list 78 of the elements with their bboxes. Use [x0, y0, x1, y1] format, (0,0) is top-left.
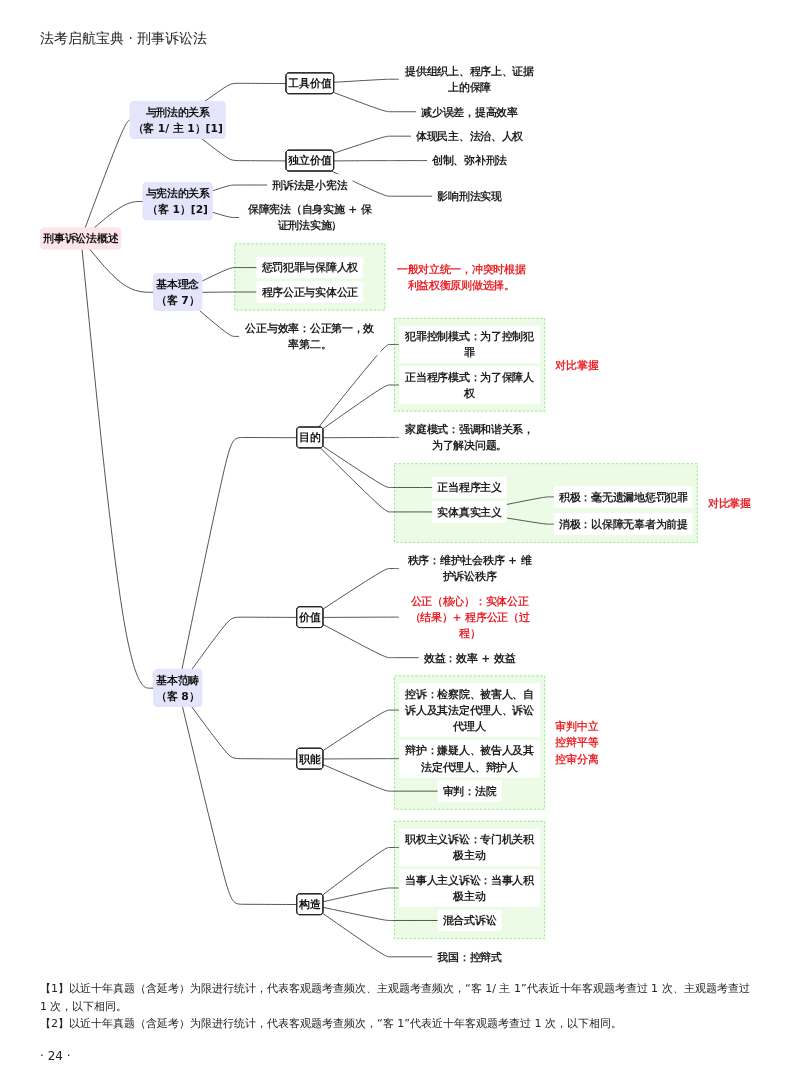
- connector: [333, 78, 400, 83]
- connector: [322, 616, 400, 618]
- node-box: 混合式诉讼: [437, 909, 502, 932]
- connector: [81, 248, 155, 689]
- connector: [333, 92, 417, 113]
- node-text: 效益：效率 + 效益: [423, 651, 516, 664]
- node-text: 体现民主、法治、人权: [415, 129, 524, 143]
- cluster: [234, 243, 386, 311]
- connector: [191, 616, 298, 671]
- node-box: 犯罪控制模式：为了控制犯罪: [398, 325, 541, 364]
- node-box: 惩罚犯罪与保障人权: [256, 256, 364, 279]
- connector: [333, 135, 412, 154]
- connector: [182, 706, 298, 905]
- connector: [506, 496, 555, 505]
- connector: [212, 184, 268, 192]
- node-box: 职权主义诉讼：专门机关积极主动: [398, 828, 541, 867]
- connector: [191, 706, 298, 760]
- connector: [212, 211, 240, 218]
- node-box: 控诉：检察院、被害人、自诉人及其法定代理人、诉讼代理人: [398, 683, 541, 737]
- node-text: 提供组织上、程序上、证据上的保障: [405, 64, 534, 94]
- connector: [322, 913, 433, 958]
- node-label: 控审分离: [555, 752, 599, 765]
- connector: [322, 437, 400, 439]
- node-label: 审判中立: [555, 720, 599, 733]
- node-label: 对比掌握: [707, 496, 751, 510]
- node-label: 对比掌握: [555, 358, 599, 371]
- node-label: 控辩平等: [555, 736, 599, 749]
- connector: [322, 764, 439, 792]
- node-box: 积极：毫无遗漏地惩罚犯罪: [553, 486, 693, 508]
- node-box: 正当程序模式：为了保障人权: [398, 366, 541, 404]
- node-text: 秩序：维护社会秩序 + 维护诉讼秩序: [407, 554, 532, 583]
- page-header: 法考启航宝典 · 刑事诉讼法: [39, 30, 209, 48]
- connector: [322, 758, 400, 760]
- node-text: 刑诉法是小宪法: [272, 178, 348, 192]
- node-box: 审判：法院: [437, 780, 502, 802]
- connector: [201, 138, 287, 162]
- node-box: 程序公正与实体公正: [256, 281, 364, 303]
- connector: [322, 906, 439, 921]
- connector: [506, 517, 555, 525]
- connector: [322, 887, 400, 903]
- connector: [322, 568, 400, 610]
- node-text: 创制、弥补刑法: [432, 154, 508, 167]
- connector: [201, 291, 258, 293]
- node-text: 公正与效率：公正第一，效率第二。: [245, 322, 375, 351]
- footnote: 【2】以近十年真题（含延考）为限进行统计，代表客观题考查频次，“客 1”代表近十年客观题考查过 1 次，以下相同。: [40, 1016, 623, 1033]
- node-box: 辩护：嫌疑人、被告人及其法定代理人、辩护人: [398, 739, 541, 778]
- cluster: [394, 675, 545, 810]
- connector: [320, 447, 433, 513]
- node-text: 我国：控辩式: [437, 950, 502, 964]
- connector: [201, 267, 258, 282]
- connector: [93, 201, 144, 229]
- node-text: 影响刑法实现: [437, 189, 502, 203]
- node-box: 消极：以保障无辜者为前提: [553, 513, 693, 535]
- connector: [181, 437, 298, 671]
- cluster: [394, 820, 545, 939]
- node-label: 一般对立统一，冲突时根据利益权衡原则做选择。: [396, 262, 526, 292]
- connector: [199, 310, 240, 337]
- cluster: [394, 317, 545, 412]
- connector: [322, 384, 400, 430]
- connector: [333, 160, 428, 162]
- node-box: 实体真实主义: [432, 501, 507, 523]
- cluster: [394, 463, 698, 543]
- node-text: 减少误差，提高效率: [421, 105, 518, 118]
- connector: [322, 847, 400, 896]
- connector: [322, 445, 433, 488]
- page-number: · 24 ·: [40, 1047, 72, 1065]
- node-text: 公正（核心）：实体公正（结果）+ 程序公正（过程）: [409, 594, 530, 640]
- connector: [322, 624, 420, 659]
- node-box: 当事人主义诉讼：当事人积极主动: [398, 869, 541, 907]
- node-box: 正当程序主义: [432, 476, 507, 499]
- node-text: 家庭模式：强调和谐关系，为了解决问题。: [405, 423, 534, 452]
- connector: [89, 248, 155, 293]
- connector: [322, 709, 400, 751]
- node-text: 保障宪法（自身实施 + 保证刑法实施）: [247, 203, 372, 232]
- connector: [318, 344, 400, 428]
- footnote: 【1】以近十年真题（含延考）为限进行统计，代表客观题考查频次、主观题考查频次，“客 1/ 主 1”代表近十年客观题考查过 1 次、主观题考查过 1 次，以下相同。: [40, 981, 751, 1015]
- connector: [203, 82, 287, 103]
- connector: [84, 119, 131, 229]
